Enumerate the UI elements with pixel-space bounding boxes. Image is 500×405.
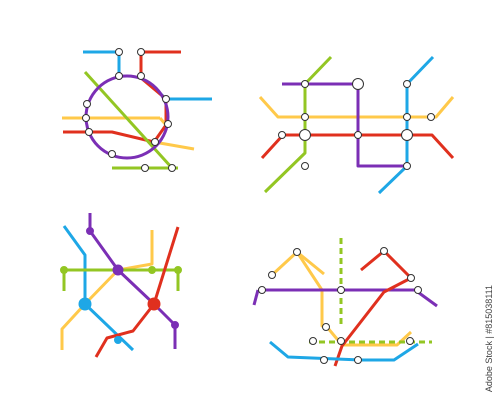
- station: [115, 72, 123, 80]
- station-interchange: [78, 297, 92, 311]
- station: [354, 356, 362, 364]
- station: [354, 131, 362, 139]
- line-green: [303, 55, 333, 86]
- station: [337, 337, 345, 345]
- station: [268, 271, 276, 279]
- station: [82, 114, 90, 122]
- station: [137, 72, 145, 80]
- station: [403, 80, 411, 88]
- station-interchange: [112, 264, 124, 276]
- station: [427, 113, 435, 121]
- station: [164, 120, 172, 128]
- station: [83, 100, 91, 108]
- station: [168, 164, 176, 172]
- station: [322, 323, 330, 331]
- line-red: [333, 249, 413, 367]
- station: [301, 162, 309, 170]
- line-yellow: [153, 140, 195, 151]
- station: [320, 356, 328, 364]
- station: [414, 286, 422, 294]
- line-red: [94, 226, 180, 358]
- station: [108, 150, 116, 158]
- station-interchange: [299, 129, 311, 141]
- station-interchange: [401, 129, 413, 141]
- station: [403, 113, 411, 121]
- station: [60, 266, 68, 274]
- station: [406, 337, 414, 345]
- station: [380, 247, 388, 255]
- station: [258, 286, 266, 294]
- station: [278, 131, 286, 139]
- station: [137, 48, 145, 56]
- line-yellow: [60, 230, 154, 350]
- station: [403, 162, 411, 170]
- station: [148, 266, 156, 274]
- station: [301, 80, 309, 88]
- station: [115, 48, 123, 56]
- map-top-left: [62, 48, 212, 172]
- station: [337, 286, 345, 294]
- station: [114, 336, 122, 344]
- station: [301, 113, 309, 121]
- line-blue: [405, 55, 435, 86]
- station: [85, 128, 93, 136]
- map-bottom-right: [252, 238, 438, 367]
- station: [174, 266, 182, 274]
- station-interchange: [352, 78, 364, 90]
- line-red: [63, 76, 168, 144]
- map-bottom-left: [60, 213, 182, 358]
- station: [141, 164, 149, 172]
- line-green: [263, 84, 307, 194]
- station: [151, 138, 159, 146]
- station: [293, 248, 301, 256]
- line-purple: [282, 82, 407, 168]
- line-purple: [252, 289, 260, 306]
- station-interchange: [147, 297, 161, 311]
- line-blue: [62, 225, 135, 352]
- station: [309, 337, 317, 345]
- map-top-right: [258, 55, 455, 195]
- watermark-text: Adobe Stock | #815038111: [484, 284, 494, 392]
- station: [407, 274, 415, 282]
- station: [171, 321, 179, 329]
- station: [162, 95, 170, 103]
- station: [86, 227, 94, 235]
